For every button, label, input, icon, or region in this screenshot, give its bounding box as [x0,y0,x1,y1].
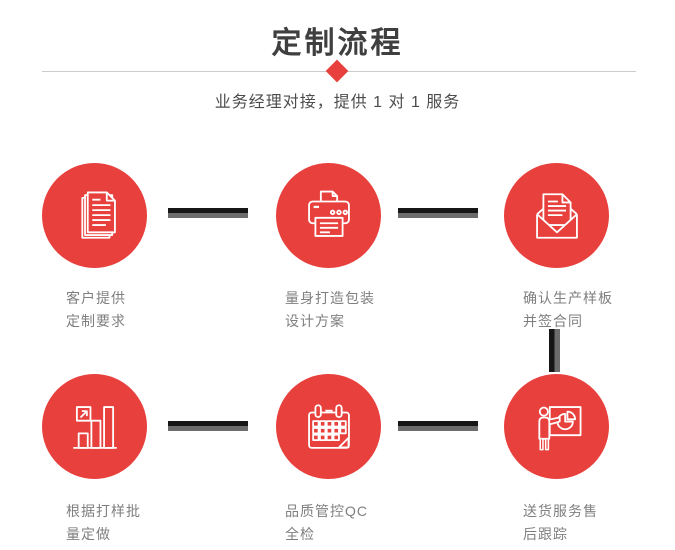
step-label-1: 客户提供 定制要求 [66,290,126,329]
presentation-pie-icon [537,405,581,450]
step-label-4: 根据打样批 量定做 [66,503,141,542]
connector-step4-step5 [168,421,248,431]
connector-step2-step3 [398,208,478,218]
bar-chart-growth-icon [72,405,117,449]
page-title: 定制流程 [271,27,404,60]
calendar-icon [307,403,350,449]
connector-step3-step6 [549,329,560,372]
connector-step1-step2 [168,208,248,218]
step-label-5: 品质管控QC 全检 [285,503,368,542]
step-label-3: 确认生产样板 并签合同 [523,290,613,329]
subtitle: 业务经理对接，提供 1 对 1 服务 [214,94,461,111]
step-circle-1 [42,163,147,268]
envelope-letter-icon [535,192,578,239]
connector-step5-step6 [398,421,478,431]
step-circle-2 [276,163,381,268]
step-circle-3 [504,163,609,268]
documents-icon [80,191,116,239]
step-label-6: 送货服务售 后跟踪 [523,503,598,542]
step-circle-6 [504,374,609,479]
step-circle-4 [42,374,147,479]
printer-icon [307,190,350,237]
step-label-2: 量身打造包装 设计方案 [285,290,375,329]
diamond-accent-icon [325,59,349,83]
step-circle-5 [276,374,381,479]
